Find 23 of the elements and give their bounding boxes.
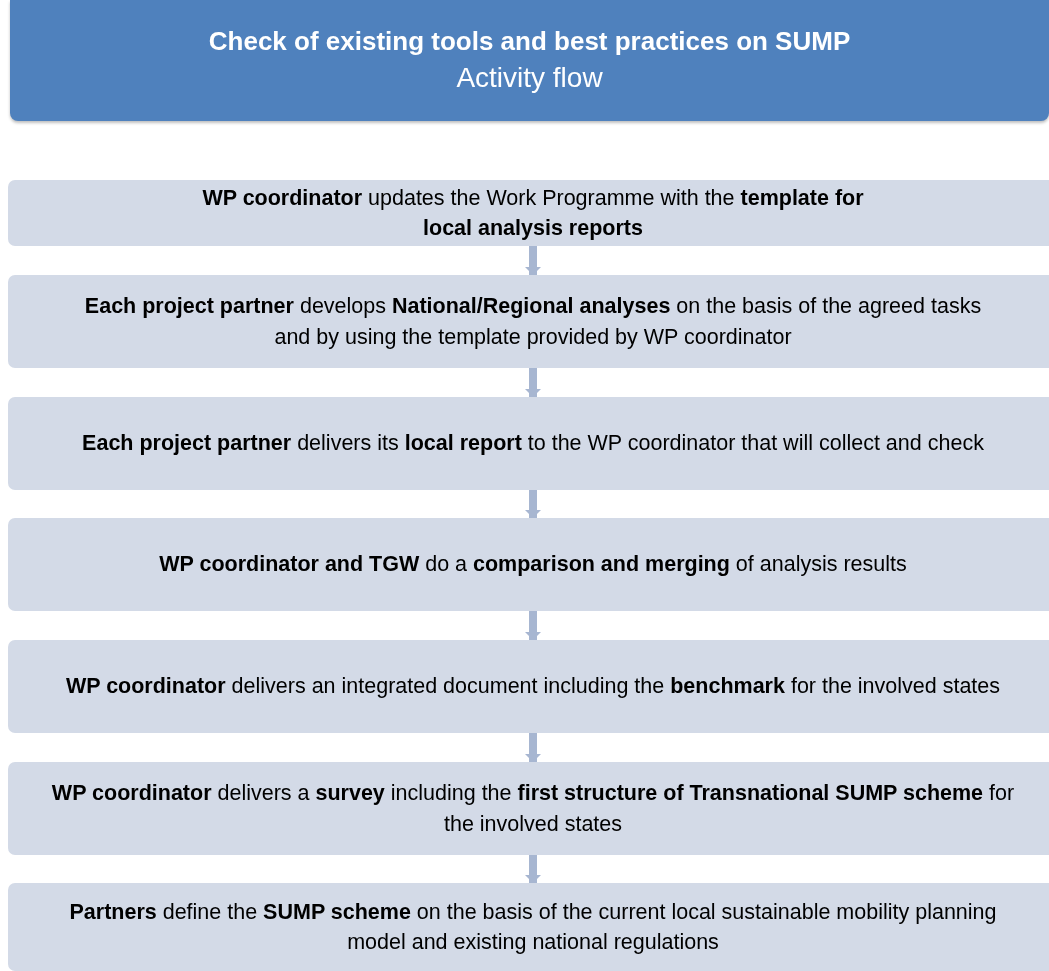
title: Check of existing tools and best practices on SUMP [208,24,851,58]
subtitle: Activity flow [456,60,603,95]
step-text: Partners define the SUMP scheme on the basis of the current local sustainable mobility planning model and existing national regulations [68,898,998,956]
process-box [8,883,1049,971]
arrow [525,611,541,640]
step-text: WP coordinator and TGW do a comparison and merging of analysis results [159,551,907,579]
step-text: WP coordinator delivers a survey including the first structure of Transnational SUMP scheme for the involved states [50,780,1016,838]
title-banner [10,0,1049,121]
process-box [8,397,1049,490]
process-box [8,275,1049,368]
arrow [525,246,541,275]
step-text: WP coordinator updates the Work Programme with the template for local analysis reports [201,184,865,242]
step-text: Each project partner delivers its local report to the WP coordinator that will collect and check [82,430,984,458]
step-text: WP coordinator delivers an integrated document including the benchmark for the involved states [65,673,1001,701]
arrow [525,368,541,397]
process-box [8,518,1049,611]
step-text: Each project partner develops National/Regional analyses on the basis of the agreed tasks and by using the template provided by WP coordinator [83,293,983,351]
process-box [8,640,1049,733]
process-box [8,762,1049,855]
arrow [525,490,541,518]
arrow [525,855,541,883]
arrow [525,733,541,762]
process-box [8,180,1049,246]
